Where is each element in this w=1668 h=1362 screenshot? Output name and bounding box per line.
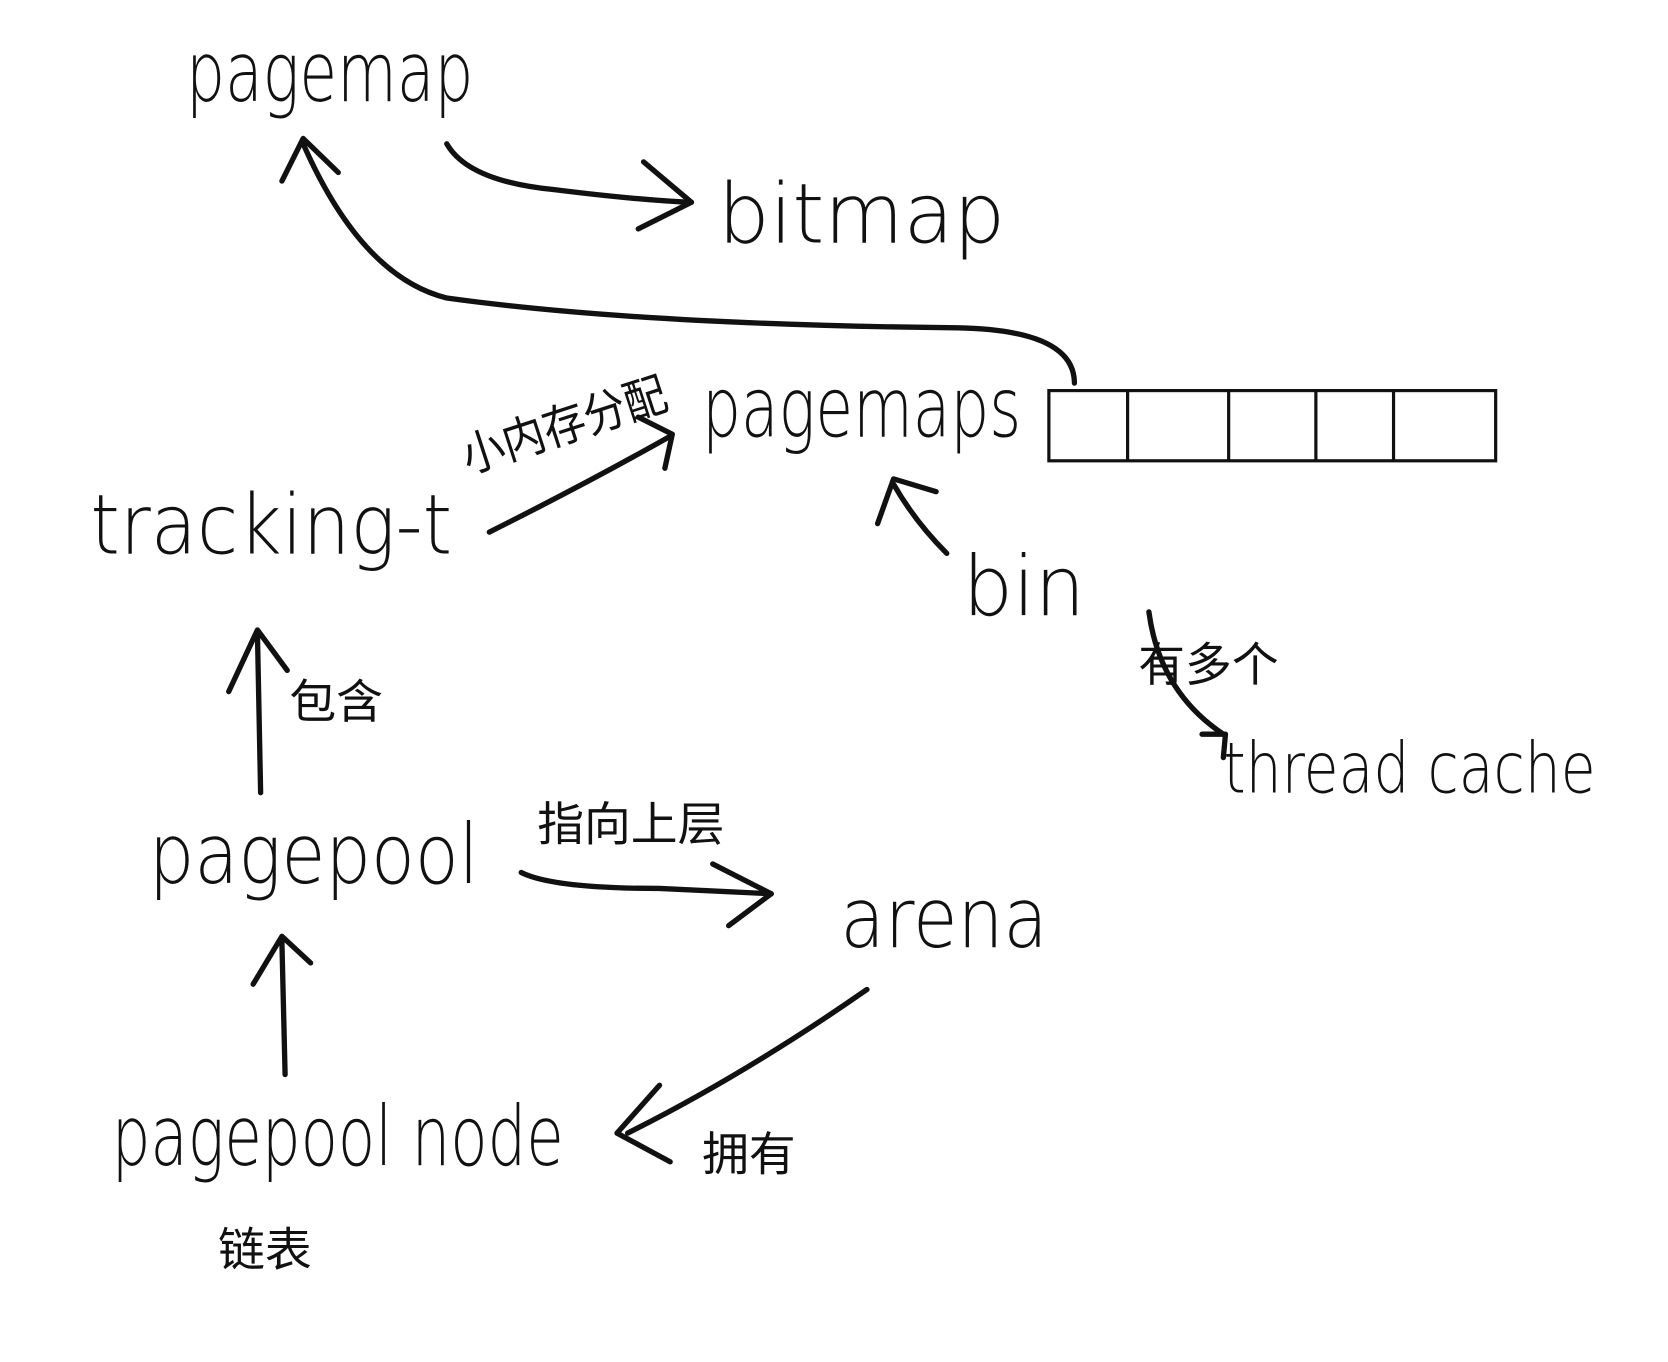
arrow-tracking-to-pagemaps [486,414,675,535]
node-tracking-t: tracking-t [90,476,452,573]
node-pagemap: pagemap [186,24,473,121]
label-small-alloc: 小内存分配 [455,368,674,485]
node-pagemaps: pagemaps [702,359,1021,456]
node-thread-cache: thread cache [1223,728,1595,810]
node-pagepool: pagepool [149,806,479,903]
label-owns: 拥有 [702,1128,796,1182]
arrow-bin-to-pagemaps [874,476,950,557]
node-pagepool-node: pagepool node [112,1088,564,1185]
label-linked-list: 链表 [218,1224,312,1278]
node-bitmap: bitmap [718,166,1005,263]
arrow-bin-to-thread-cache [1146,609,1229,761]
arrow-pagemap-to-bitmap [444,141,695,232]
arrow-array-to-pagemap [279,135,1078,386]
arrow-pagepool-to-arena [518,861,774,929]
pagemaps-array [1047,388,1498,463]
arrow-pagepool-to-tracking [226,627,290,796]
arrow-arena-to-node [614,986,870,1165]
label-contains: 包含 [289,676,383,730]
node-bin: bin [963,538,1085,635]
arrow-node-to-pagepool [250,933,314,1078]
label-points-upper: 指向上层 [537,799,724,853]
node-arena: arena [840,870,1047,967]
